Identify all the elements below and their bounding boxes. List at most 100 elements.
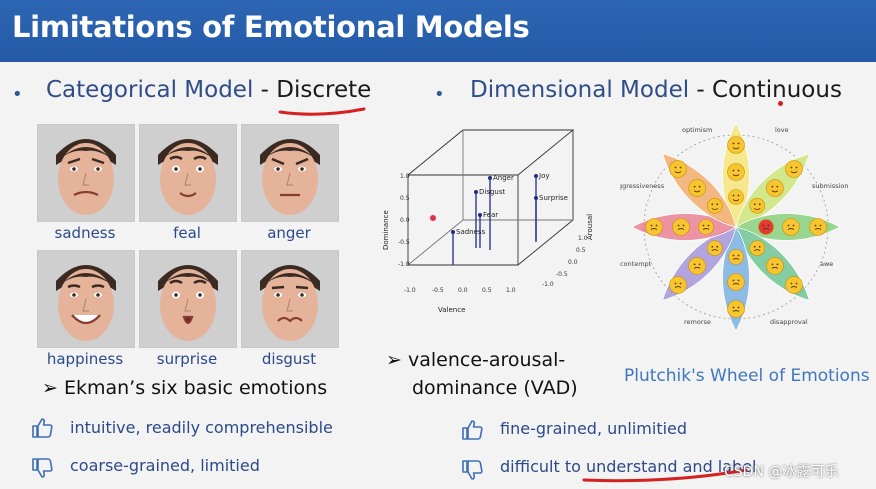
thumbs-down-icon [462, 460, 483, 480]
point-disgust [474, 190, 478, 194]
red-marker [430, 215, 436, 221]
emoji-face-icon [749, 240, 766, 257]
heading-separator: - [689, 77, 713, 103]
label-joy: Joy [538, 172, 550, 180]
face-label-surprise: surprise [156, 350, 218, 368]
face-label-disgust: disgust [261, 350, 317, 368]
wheel-label-love: love [775, 126, 789, 134]
emoji-face-icon [727, 136, 745, 154]
emoji-face-icon [809, 218, 827, 236]
slide-title: Limitations of Emotional Models [12, 10, 530, 44]
svg-text:0.5: 0.5 [400, 195, 410, 202]
emoji-face-icon [727, 163, 745, 181]
wheel-label-optimism: optimism [682, 126, 712, 134]
emoji-face-icon [728, 189, 744, 205]
bullet-dot: • [434, 84, 445, 105]
label-anger: Anger [493, 174, 514, 182]
face-photo-feal [139, 124, 237, 222]
dimensional-pro: fine-grained, unlimitied [500, 419, 688, 438]
face-label-anger: anger [267, 224, 311, 242]
vad-line2: dominance (VAD) [412, 377, 578, 399]
emoji-face-icon [669, 276, 687, 294]
wheel-label-awe: awe [820, 260, 833, 268]
cube-top-face [407, 129, 575, 176]
point-anger [488, 176, 492, 180]
vad-3d-plot: Anger Joy Disgust Surprise Fear Sadness … [382, 129, 594, 314]
plutchik-caption: Plutchik's Wheel of Emotions [624, 366, 870, 386]
ylabel-dominance: Dominance [382, 210, 390, 250]
svg-text:0.0: 0.0 [400, 217, 410, 224]
emoji-face-icon [727, 300, 745, 318]
vad-line1: valence-arousal- [407, 349, 566, 371]
watermark: CSDN @冰露可乐 [724, 464, 839, 480]
red-underline-discrete [278, 107, 366, 116]
svg-text:0.0: 0.0 [458, 287, 468, 294]
face-label-sadness: sadness [54, 224, 116, 242]
wheel-label-remorse: remorse [684, 318, 711, 326]
emoji-face-icon [727, 273, 745, 291]
heading-separator: - [253, 77, 277, 103]
label-sadness: Sadness [456, 228, 486, 236]
ekman-label: Ekman’s six basic emotions [63, 377, 328, 399]
title-bar: Limitations of Emotional Models [0, 0, 876, 62]
xlabel-valence: Valence [438, 306, 465, 314]
face-photo-sadness [37, 124, 135, 222]
emoji-face-icon [706, 240, 723, 257]
face-label-happiness: happiness [46, 350, 124, 368]
arrow-icon: ➢ [42, 377, 58, 399]
red-dot-mark [778, 101, 783, 106]
wheel-label-aggressiveness: aggressiveness [620, 182, 665, 190]
svg-text:-0.5: -0.5 [556, 271, 568, 278]
thumbs-down-icon [32, 458, 53, 478]
wheel-label-submission: submission [812, 182, 848, 190]
bullet-dot: • [12, 84, 23, 105]
label-fear: Fear [483, 211, 498, 219]
face-photo-happiness [37, 250, 135, 348]
emoji-face-icon [766, 179, 784, 197]
svg-text:1.0: 1.0 [400, 173, 410, 180]
label-disgust: Disgust [479, 188, 506, 196]
emoji-face-icon [706, 197, 723, 214]
emoji-face-icon [669, 160, 687, 178]
svg-text:0.5: 0.5 [482, 287, 492, 294]
emoji-face-icon [758, 219, 774, 235]
face-photo-anger [241, 124, 339, 222]
emoji-face-icon [688, 179, 706, 197]
emoji-face-icon [766, 257, 784, 275]
vad-subpoint: ➢ valence-arousal- dominance (VAD) [386, 346, 578, 402]
face-photo-surprise [139, 250, 237, 348]
point-joy [534, 174, 538, 178]
categorical-con: coarse-grained, limitied [70, 456, 260, 475]
emoji-face-icon [672, 218, 690, 236]
svg-text:-1.0: -1.0 [404, 287, 416, 294]
thumbs-up-icon [32, 418, 53, 438]
svg-text:-0.5: -0.5 [432, 287, 444, 294]
discrete-label: Discrete [276, 77, 372, 103]
emoji-face-icon [645, 218, 663, 236]
point-sadness [451, 230, 455, 234]
svg-text:0.5: 0.5 [576, 247, 586, 254]
dimensional-heading: Dimensional Model - Continuous [470, 77, 842, 103]
point-fear [478, 213, 482, 217]
dimensional-con: difficult to understand and label [500, 457, 757, 476]
svg-text:1.0: 1.0 [506, 287, 516, 294]
emoji-face-icon [688, 257, 706, 275]
ekman-subpoint: ➢ Ekman’s six basic emotions [42, 377, 327, 399]
categorical-heading-label: Categorical Model [46, 77, 254, 103]
vad-stems [452, 176, 537, 265]
plutchik-wheel: optimism love aggressiveness submission … [620, 122, 848, 332]
svg-text:0.0: 0.0 [568, 259, 578, 266]
svg-text:-0.5: -0.5 [398, 239, 410, 246]
dimensional-heading-label: Dimensional Model [470, 77, 690, 103]
emoji-face-icon [785, 160, 803, 178]
vad-points [451, 174, 538, 234]
categorical-heading: Categorical Model - Discrete [46, 77, 371, 103]
svg-text:-1.0: -1.0 [398, 261, 410, 268]
emoji-face-icon [782, 218, 800, 236]
svg-text:1.0: 1.0 [578, 235, 588, 242]
wheel-label-contempt: contempt [620, 260, 652, 268]
thumbs-up-icon [462, 420, 483, 440]
continuous-label: Continuous [712, 77, 842, 103]
emoji-face-icon [698, 219, 714, 235]
emoji-face-icon [749, 197, 766, 214]
